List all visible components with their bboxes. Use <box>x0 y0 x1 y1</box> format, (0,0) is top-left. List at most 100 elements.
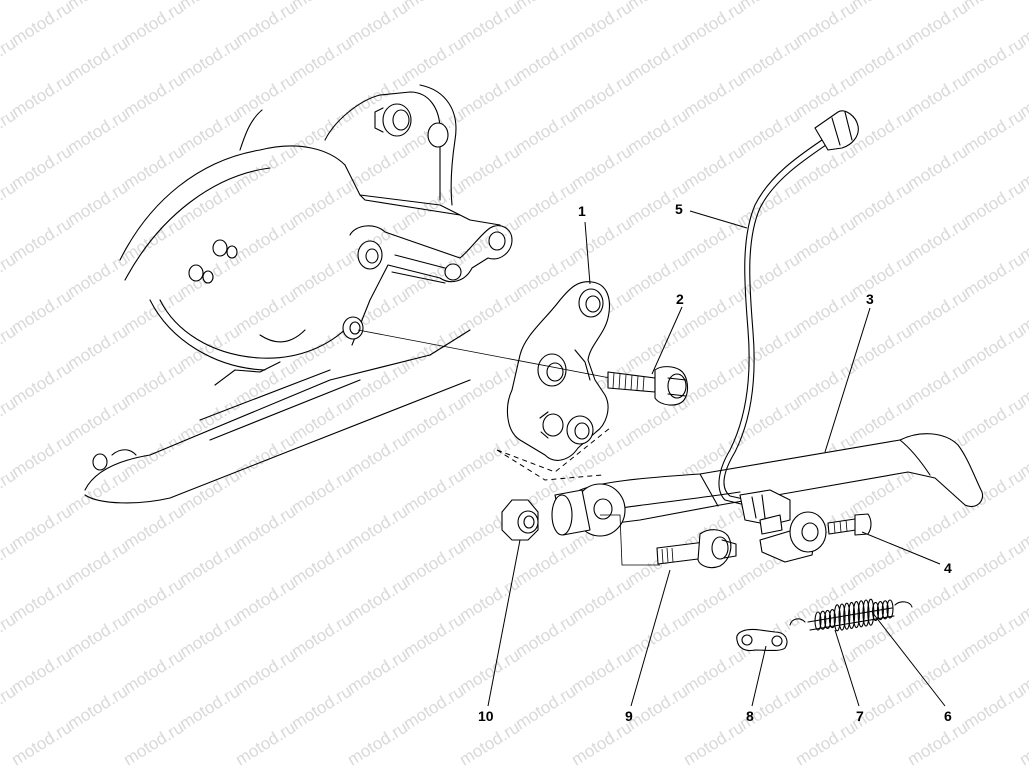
watermark-text: motod.ru <box>568 646 635 698</box>
part-8-plate <box>736 628 788 652</box>
watermark-text: motod.ru <box>456 70 523 122</box>
watermark-text: motod.ru <box>400 682 467 734</box>
watermark-text: motod.ru <box>344 0 411 49</box>
watermark-text: motod.ru <box>736 250 803 302</box>
watermark-text: motod.ru <box>456 718 523 770</box>
watermark-text: motod.ru <box>960 538 1027 590</box>
watermark-text: motod.ru <box>8 286 75 338</box>
watermark-text: motod.ru <box>64 322 131 374</box>
watermark-text: motod.ru <box>904 574 971 626</box>
watermark-text: motod.ru <box>232 502 299 554</box>
watermark-text: motod.ru <box>960 394 1027 446</box>
watermark-text: motod.ru <box>792 718 859 770</box>
watermark-text: motod.ru <box>288 34 355 86</box>
watermark-text: motod.ru <box>792 0 859 49</box>
watermark-text: motod.ru <box>792 286 859 338</box>
watermark-text: motod.ru <box>680 142 747 194</box>
leader-lines <box>487 210 946 707</box>
watermark-text: motod.ru <box>288 0 355 13</box>
watermark-text: motod.ru <box>736 106 803 158</box>
watermark-text: motod.ru <box>624 610 691 662</box>
watermark-text: motod.ru <box>624 0 691 13</box>
watermark-text: motod.ru <box>904 646 971 698</box>
watermark-text: motod.ru <box>120 430 187 482</box>
part-5-sensor-cable <box>718 110 859 563</box>
watermark-text: motod.ru <box>8 646 75 698</box>
watermark-text: motod.ru <box>176 178 243 230</box>
watermark-text: motod.ru <box>176 34 243 86</box>
watermark-text: motod.ru <box>288 682 355 734</box>
watermark-text: motod.ru <box>232 430 299 482</box>
watermark-text: motod.ru <box>568 70 635 122</box>
watermark-text: motod.ru <box>64 0 131 13</box>
callout-9: 9 <box>625 708 633 724</box>
watermark-text: motod.ru <box>512 34 579 86</box>
watermark-text: motod.ru <box>176 610 243 662</box>
watermark-text: motod.ru <box>344 718 411 770</box>
pivot-guide-dashed <box>496 427 611 473</box>
watermark-text: motod.ru <box>232 358 299 410</box>
watermark-text: motod.ru <box>232 646 299 698</box>
watermark-text: motod.ru <box>792 214 859 266</box>
watermark-text: motod.ru <box>8 70 75 122</box>
watermark-text: motod.ru <box>8 430 75 482</box>
watermark-text: motod.ru <box>400 322 467 374</box>
watermark-text: motod.ru <box>120 0 187 49</box>
watermark-text: motod.ru <box>736 178 803 230</box>
watermark-text: motod.ru <box>568 214 635 266</box>
watermark-text: motod.ru <box>232 214 299 266</box>
watermark-text: motod.ru <box>960 682 1027 734</box>
watermark-text: motod.ru <box>960 322 1027 374</box>
watermark-text: motod.ru <box>848 178 915 230</box>
watermark-text: motod.ru <box>64 610 131 662</box>
watermark-text: motod.ru <box>64 178 131 230</box>
watermark-text: motod.ru <box>1016 718 1029 770</box>
watermark-text: motod.ru <box>680 0 747 49</box>
watermark-text: motod.ru <box>344 646 411 698</box>
watermark-text: motod.ru <box>456 142 523 194</box>
watermark-text: motod.ru <box>288 394 355 446</box>
watermark-text: motod.ru <box>680 646 747 698</box>
part-9-pivot-bolt <box>656 529 737 569</box>
watermark-text: motod.ru <box>904 502 971 554</box>
part-6-7-springs <box>789 598 913 632</box>
watermark-text: motod.ru <box>736 0 803 13</box>
watermark-text: motod.ru <box>792 142 859 194</box>
watermark-text: motod.ru <box>232 718 299 770</box>
callout-5: 5 <box>675 201 683 217</box>
watermark-text: motod.ru <box>176 106 243 158</box>
watermark-text: motod.ru <box>288 250 355 302</box>
watermark-text: motod.ru <box>344 430 411 482</box>
watermark-text: motod.ru <box>512 0 579 13</box>
watermark-text: motod.ru <box>848 538 915 590</box>
part-1-bracket <box>506 281 610 461</box>
callout-8: 8 <box>746 708 754 724</box>
watermark-text: motod.ru <box>904 0 971 49</box>
watermark-text: motod.ru <box>288 538 355 590</box>
watermark-text: motod.ru <box>120 70 187 122</box>
watermark-text: motod.ru <box>120 718 187 770</box>
watermark-text: motod.ru <box>8 214 75 266</box>
watermark-text: motod.ru <box>456 430 523 482</box>
watermark-text: motod.ru <box>680 70 747 122</box>
watermark-text: motod.ru <box>64 538 131 590</box>
watermark-text: motod.ru <box>344 142 411 194</box>
watermark-text: motod.ru <box>288 178 355 230</box>
watermark-text: motod.ru <box>736 34 803 86</box>
watermark-text: motod.ru <box>680 214 747 266</box>
watermark-text: motod.ru <box>792 646 859 698</box>
watermark-text: motod.ru <box>456 0 523 49</box>
watermark-text: motod.ru <box>232 574 299 626</box>
callout-1: 1 <box>578 203 586 219</box>
watermark-text: motod.ru <box>904 358 971 410</box>
watermark-text: motod.ru <box>400 34 467 86</box>
watermark-text: motod.ru <box>176 394 243 446</box>
watermark-text: motod.ru <box>120 646 187 698</box>
callout-2: 2 <box>676 291 684 307</box>
watermark-text: motod.ru <box>512 106 579 158</box>
watermark-text: motod.ru <box>120 214 187 266</box>
watermark-text: motod.ru <box>120 286 187 338</box>
watermark-text: motod.ru <box>680 718 747 770</box>
watermark-text: motod.ru <box>904 142 971 194</box>
